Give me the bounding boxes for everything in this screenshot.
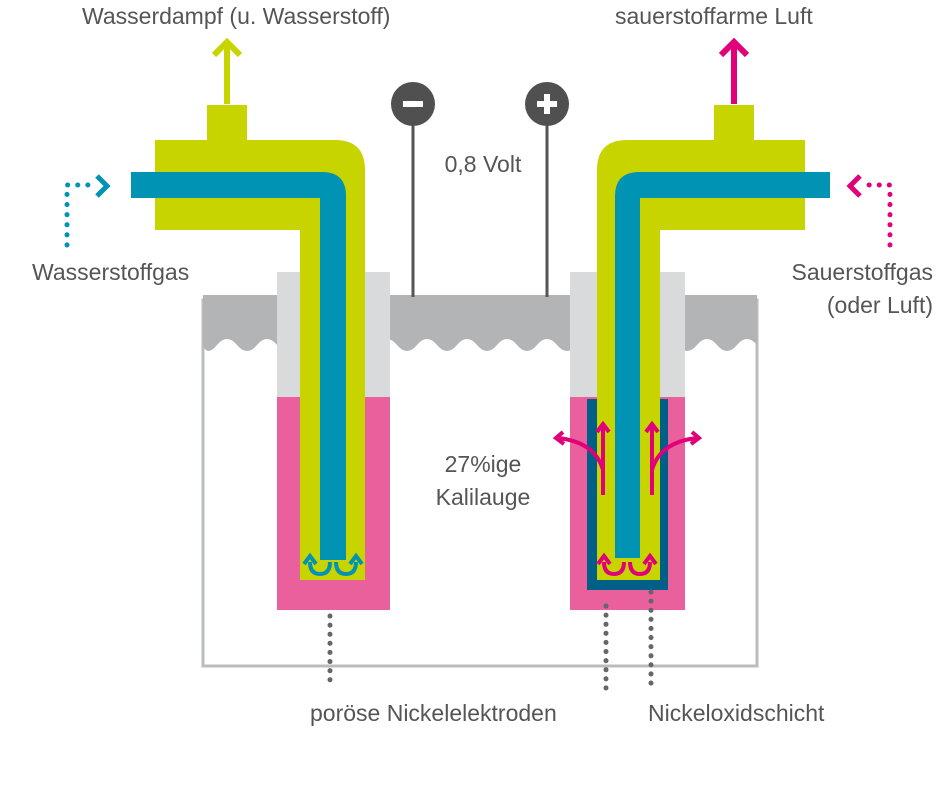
leader-lines <box>327 589 654 691</box>
label-voltage: 0,8 Volt <box>445 151 522 177</box>
label-oxide-layer: Nickeloxidschicht <box>648 700 825 726</box>
left-exhaust-port <box>207 105 247 145</box>
left-electrode-pipe <box>155 140 365 580</box>
label-electrolyte-1: 27%ige <box>445 451 522 477</box>
label-electrolyte-2: Kalilauge <box>436 484 531 510</box>
label-electrodes: poröse Nickelelektroden <box>310 700 557 726</box>
oxygen-inlet-arrow-icon <box>846 174 893 248</box>
plus-sign-v <box>544 94 550 114</box>
left-arrowhead-1 <box>302 552 318 566</box>
left-arrowhead-2 <box>348 552 364 566</box>
minus-sign <box>403 101 423 107</box>
left-flow-arrows <box>308 561 358 577</box>
right-exhaust-arrow-icon <box>718 37 750 104</box>
left-hydrogen-pipe <box>131 172 346 560</box>
right-flow-arrows <box>552 420 703 577</box>
right-oxygen-pipe <box>615 172 830 558</box>
label-oxygen-gas: Sauerstoffgas <box>791 259 933 285</box>
right-exhaust-port <box>714 105 754 145</box>
right-electrode-pipe <box>597 140 805 580</box>
label-hydrogen-gas: Wasserstoffgas <box>32 259 189 285</box>
label-oxygen-depleted-air: sauerstoffarme Luft <box>615 3 813 29</box>
hydrogen-inlet-arrow-icon <box>64 174 111 248</box>
label-or-air: (oder Luft) <box>827 292 933 318</box>
label-water-vapor: Wasserdampf (u. Wasserstoff) <box>82 3 390 29</box>
left-exhaust-arrow-icon <box>211 37 243 104</box>
